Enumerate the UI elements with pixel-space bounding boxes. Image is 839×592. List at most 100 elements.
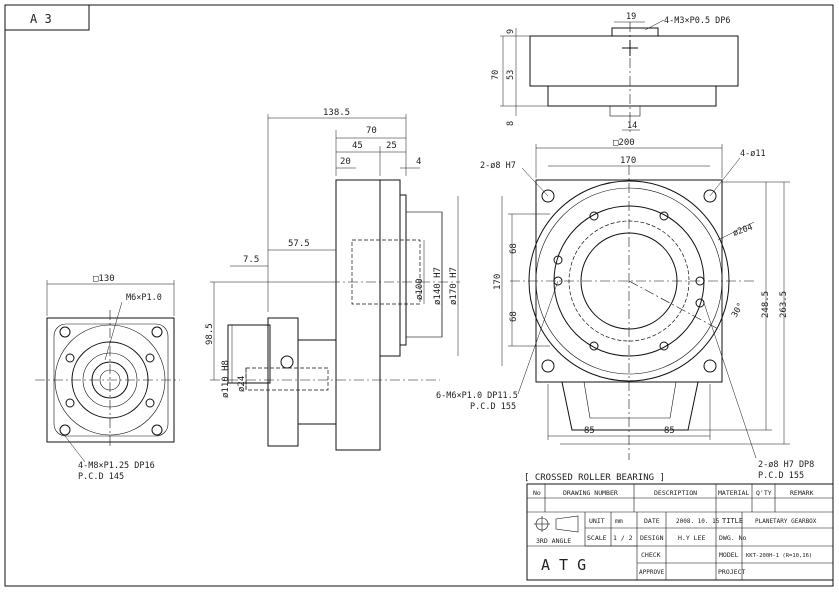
output-dim-170: 170 <box>620 156 636 166</box>
sheet-border <box>4 4 834 587</box>
front-bolt-note-1: 4-M8×P1.25 DP16 <box>78 461 155 471</box>
front-view: □130 M6×P1.0 4-M8×P1.25 DP16 P.C.D 145 <box>35 274 180 482</box>
side-dim-98-5: 98.5 <box>205 323 215 345</box>
output-tap-5 <box>589 341 599 351</box>
date-value: 2008. 10. 15 <box>676 518 720 525</box>
side-view: 138.5 70 45 25 20 4 57.5 7.5 98.5 ø100 ø… <box>205 108 460 451</box>
dwg-label: DWG. No <box>719 534 746 542</box>
output-dim-263-5: 263.5 <box>779 291 789 318</box>
company-logo-text: A T G <box>541 556 586 574</box>
side-dim-25: 25 <box>386 141 397 151</box>
output-tap-2 <box>659 211 669 221</box>
top-dim-8: 8 <box>506 121 516 126</box>
unit-value: mm <box>615 517 623 525</box>
side-dim-45: 45 <box>352 141 363 151</box>
output-dim-248-5: 248.5 <box>761 291 771 318</box>
side-dim-138-5: 138.5 <box>323 108 350 118</box>
side-dim-110h8: ø110 H8 <box>221 360 231 398</box>
project-label: PROJECT <box>718 568 745 576</box>
side-hidden-shaft <box>245 367 329 391</box>
top-dim-53: 53 <box>506 70 516 80</box>
side-dim-7-5: 7.5 <box>243 255 259 265</box>
output-tap-1 <box>589 211 599 221</box>
output-pin2-note-1: 2-ø8 H7 DP8 <box>758 460 814 470</box>
output-dim-85a: 85 <box>584 426 595 436</box>
th-drawing-number: DRAWING NUMBER <box>563 489 618 497</box>
front-tap-hole-3 <box>65 398 75 408</box>
top-dim-19: 19 <box>626 12 636 22</box>
scale-label: SCALE <box>587 534 607 542</box>
output-pin2-note-2: P.C.D 155 <box>758 471 804 481</box>
side-input-flange <box>267 317 299 447</box>
side-screw <box>280 355 294 369</box>
output-dim-170v: 170 <box>493 274 503 290</box>
side-motor-adapter <box>227 324 271 384</box>
front-tap-hole-2 <box>145 353 155 363</box>
th-remark: REMARK <box>790 489 814 497</box>
side-dim-70: 70 <box>366 126 377 136</box>
side-dim-24: ø24 <box>237 376 247 392</box>
output-pin-1 <box>553 255 563 265</box>
output-lower-inner <box>583 381 677 419</box>
design-label: DESIGN <box>640 534 664 542</box>
check-label: CHECK <box>641 551 661 559</box>
sheet-size-label: A 3 <box>30 12 52 26</box>
side-dim-170h7: ø170 H7 <box>449 267 459 305</box>
top-flange-outline <box>529 35 739 87</box>
side-dim-140h7: ø140 H7 <box>433 267 443 305</box>
front-square-label: □130 <box>93 274 115 284</box>
output-tap-note-1: 6-M6×P1.0 DP11.5 <box>436 391 518 401</box>
output-dim-85b: 85 <box>664 426 675 436</box>
model-value: KKT-200H-1 (R=10,16) <box>746 553 812 559</box>
sheet-size-box <box>4 4 90 31</box>
output-lower-housing <box>561 381 699 431</box>
th-no: No <box>533 489 541 497</box>
output-dim-204: ø204 <box>732 222 755 238</box>
front-bolt-hole-2 <box>151 326 163 338</box>
top-boss <box>611 27 659 37</box>
side-dim-20: 20 <box>340 157 351 167</box>
output-corner-hole-2 <box>703 189 717 203</box>
model-label: MODEL <box>719 551 739 559</box>
design-value: H.Y LEE <box>678 534 705 542</box>
top-dim-70: 70 <box>491 70 501 80</box>
projection-symbol-cone <box>555 515 579 533</box>
title-value: PLANETARY GEARBOX <box>755 518 817 525</box>
output-view: □200 170 2-ø8 H7 4-ø11 ø204 170 68 68 24… <box>436 138 814 481</box>
output-tap-note-2: P.C.D 155 <box>470 402 516 412</box>
output-dim-68b: 68 <box>509 311 519 322</box>
unit-label: UNIT <box>589 517 605 525</box>
top-dim-9: 9 <box>506 29 516 34</box>
th-qty: Q'TY <box>756 489 772 497</box>
side-output-disc <box>399 194 407 346</box>
bearing-note: [ CROSSED ROLLER BEARING ] <box>524 473 665 483</box>
approve-label: APPROVE <box>639 569 665 576</box>
front-bolt-hole-3 <box>59 424 71 436</box>
side-dim-57-5: 57.5 <box>288 239 310 249</box>
date-label: DATE <box>644 517 660 525</box>
output-square-label: □200 <box>613 138 635 148</box>
side-output-flange <box>379 179 401 357</box>
top-tap-label: 4-M3×P0.5 DP6 <box>664 16 731 26</box>
output-holes-label: 4-ø11 <box>740 149 766 159</box>
output-pin-label: 2-ø8 H7 <box>480 161 516 171</box>
output-corner-hole-3 <box>541 359 555 373</box>
front-bolt-note-2: P.C.D 145 <box>78 472 124 482</box>
output-tap-4 <box>659 341 669 351</box>
top-body <box>547 85 717 107</box>
th-description: DESCRIPTION <box>654 489 697 497</box>
side-neck <box>297 339 337 425</box>
front-tap-hole-4 <box>145 398 155 408</box>
output-dim-68a: 68 <box>509 243 519 254</box>
output-angle-label: 30° <box>730 301 746 319</box>
angle-label: 3RD ANGLE <box>536 537 571 545</box>
th-material: MATERIAL <box>718 489 749 497</box>
front-tap-hole-1 <box>65 353 75 363</box>
top-view: 19 4-M3×P0.5 DP6 70 9 53 8 14 <box>491 12 739 132</box>
scale-value: 1 / 2 <box>613 534 633 542</box>
top-dim-14: 14 <box>627 121 637 131</box>
front-bolt-hole-4 <box>151 424 163 436</box>
side-dim-100: ø100 <box>415 278 425 300</box>
